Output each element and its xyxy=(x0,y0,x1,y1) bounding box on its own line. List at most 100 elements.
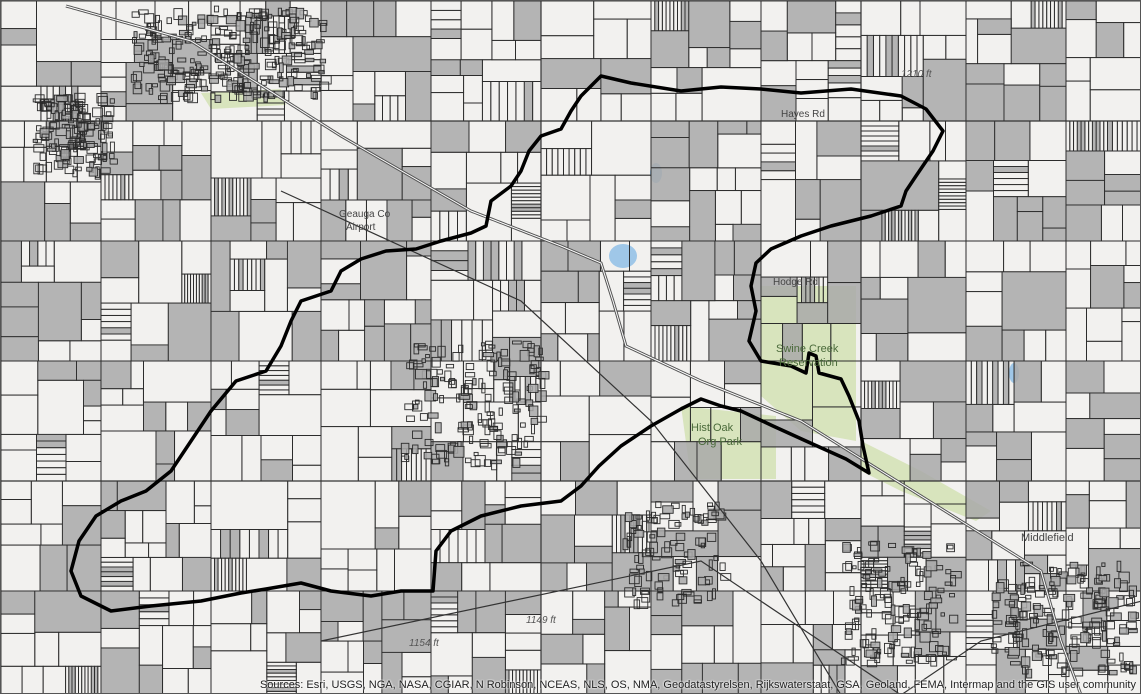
parcel xyxy=(467,421,473,431)
parcel xyxy=(1,590,36,615)
parcel xyxy=(1065,204,1102,242)
parcel xyxy=(611,552,652,592)
parcel xyxy=(242,37,251,44)
parcel xyxy=(490,459,502,465)
parcel xyxy=(760,161,796,172)
parcel xyxy=(278,62,284,74)
parcel xyxy=(109,141,115,153)
parcel xyxy=(1102,629,1107,642)
parcel xyxy=(100,133,107,143)
parcel xyxy=(306,73,312,79)
parcel xyxy=(32,98,45,103)
parcel xyxy=(1119,627,1129,635)
parcel xyxy=(919,571,924,582)
parcel xyxy=(996,431,1032,461)
parcel xyxy=(1050,576,1061,587)
parcel xyxy=(674,325,680,362)
parcel xyxy=(217,64,230,70)
parcel xyxy=(261,80,267,86)
parcel xyxy=(486,411,494,416)
parcel xyxy=(835,12,862,26)
parcel xyxy=(1129,589,1134,598)
parcel xyxy=(412,444,419,455)
parcel xyxy=(189,73,199,83)
parcel xyxy=(921,623,928,631)
parcel xyxy=(1005,614,1017,625)
parcel xyxy=(900,652,910,658)
parcel xyxy=(235,20,246,32)
parcel xyxy=(851,647,856,656)
parcel xyxy=(243,82,252,89)
parcel xyxy=(482,352,495,358)
parcel xyxy=(264,58,277,71)
parcel xyxy=(156,34,162,40)
parcel xyxy=(285,632,322,663)
parcel xyxy=(39,152,47,161)
parcel xyxy=(120,174,126,201)
parcel xyxy=(201,35,207,43)
parcel xyxy=(528,383,539,393)
parcel xyxy=(1049,581,1055,586)
parcel xyxy=(390,360,415,391)
parcel xyxy=(1127,611,1137,622)
parcel xyxy=(75,100,84,112)
parcel xyxy=(130,344,169,362)
parcel xyxy=(301,44,310,51)
parcel xyxy=(865,580,872,592)
parcel xyxy=(130,73,137,83)
parcel xyxy=(1063,593,1076,602)
parcel xyxy=(1013,360,1042,403)
parcel xyxy=(228,557,233,592)
parcel xyxy=(1032,644,1039,652)
label-town: Middlefield xyxy=(1021,532,1074,544)
parcel xyxy=(650,590,683,617)
parcel xyxy=(410,323,432,362)
parcel xyxy=(1,336,39,362)
parcel xyxy=(664,541,671,553)
parcel xyxy=(404,454,409,460)
parcel xyxy=(1119,652,1124,662)
parcel xyxy=(540,514,575,564)
parcel xyxy=(999,480,1029,503)
parcel xyxy=(995,582,1005,594)
parcel xyxy=(33,144,45,153)
parcel xyxy=(662,505,674,514)
parcel xyxy=(100,566,134,573)
parcel xyxy=(604,606,630,652)
parcel xyxy=(930,655,938,667)
parcel xyxy=(1048,632,1053,645)
parcel xyxy=(477,413,483,423)
parcel xyxy=(75,142,87,149)
parcel xyxy=(427,412,439,419)
parcel xyxy=(93,153,101,158)
parcel xyxy=(656,592,664,601)
parcel xyxy=(1012,633,1024,638)
parcel xyxy=(827,282,862,324)
parcel xyxy=(991,592,1001,602)
parcel xyxy=(871,628,877,640)
parcel xyxy=(459,59,483,76)
parcel xyxy=(269,79,280,85)
parcel xyxy=(992,601,1000,609)
label-park-line2: Org Park xyxy=(698,436,743,448)
parcel xyxy=(170,92,180,102)
parcel xyxy=(37,360,77,381)
parcel xyxy=(903,530,932,537)
parcel xyxy=(277,7,282,16)
parcel xyxy=(688,1,731,49)
parcel xyxy=(1082,626,1089,632)
parcel xyxy=(479,439,489,447)
parcel xyxy=(116,480,167,512)
parcel xyxy=(935,645,944,652)
parcel xyxy=(714,240,735,276)
parcel xyxy=(539,377,546,389)
parcel xyxy=(928,602,938,609)
parcel xyxy=(291,27,296,39)
parcel xyxy=(1039,63,1067,87)
parcel xyxy=(947,544,954,550)
parcel xyxy=(406,415,415,422)
parcel xyxy=(650,30,690,69)
parcel xyxy=(46,147,56,152)
